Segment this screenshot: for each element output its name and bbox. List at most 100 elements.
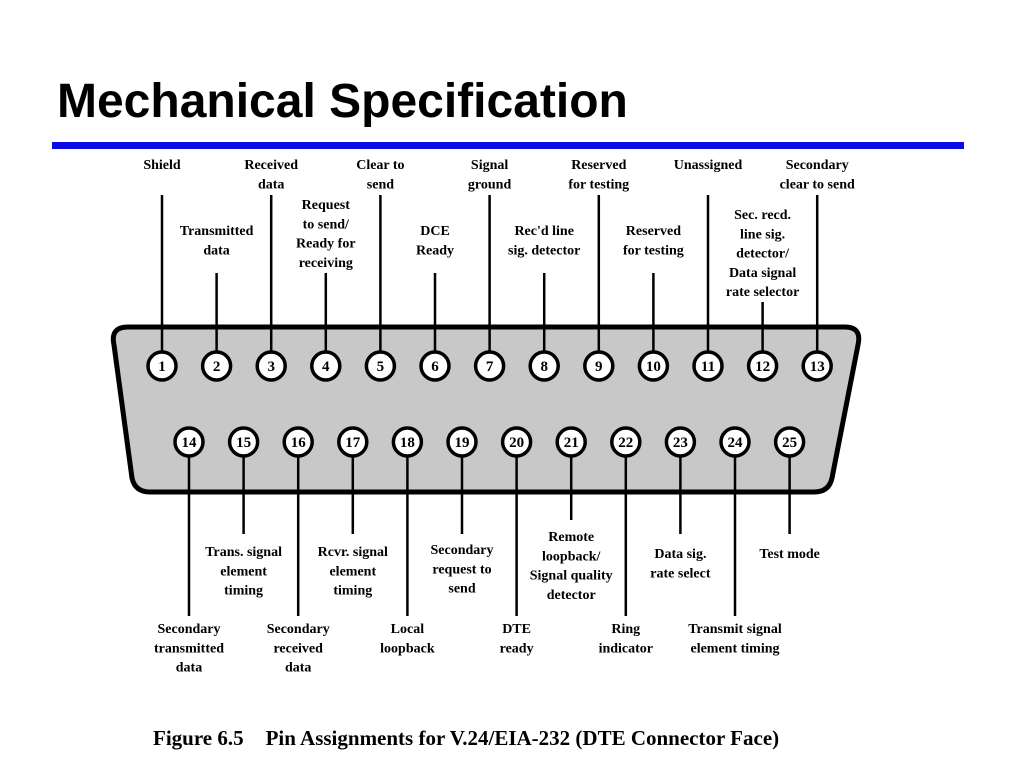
pin-1: 1 — [146, 350, 178, 382]
pin-15-circle — [227, 426, 260, 458]
pin-23: 23 — [664, 426, 697, 458]
pin-8-number: 8 — [540, 359, 548, 375]
pin-4: 4 — [310, 350, 342, 382]
pin-4-number: 4 — [322, 359, 330, 375]
pin-18: 18 — [391, 426, 424, 458]
pin-11-circle — [692, 350, 724, 382]
pin-6-number: 6 — [431, 359, 439, 375]
pin-4-circle — [310, 350, 342, 382]
pin-15-number: 15 — [236, 435, 251, 451]
pin-17-circle — [337, 426, 369, 458]
pin-22: 22 — [610, 426, 642, 458]
pin-21: 21 — [555, 426, 587, 458]
pin-15: 15 — [227, 426, 260, 458]
pin-5-circle — [364, 350, 397, 382]
pin-3: 3 — [255, 350, 287, 382]
pin-16: 16 — [282, 426, 314, 458]
pin-25-number: 25 — [782, 435, 797, 451]
pin-18-circle — [391, 426, 424, 458]
pin-19: 19 — [446, 426, 478, 458]
pin-7: 7 — [473, 350, 506, 382]
pin-7-circle — [473, 350, 506, 382]
pin-21-number: 21 — [564, 435, 579, 451]
pin-10: 10 — [637, 350, 670, 382]
pin-20-number: 20 — [509, 435, 524, 451]
pin-12-circle — [746, 350, 779, 382]
figure-caption-text: Pin Assignments for V.24/EIA-232 (DTE Co… — [265, 726, 780, 750]
pin-13-number: 13 — [810, 359, 825, 375]
pin-2-circle — [200, 350, 233, 382]
pin-9-number: 9 — [595, 359, 603, 375]
pin-3-circle — [255, 350, 287, 382]
pin-19-circle — [446, 426, 478, 458]
slide-title: Mechanical Specification — [57, 75, 628, 128]
pin-12: 12 — [746, 350, 779, 382]
pin-7-number: 7 — [486, 359, 494, 375]
pin-16-circle — [282, 426, 314, 458]
pin-23-number: 23 — [673, 435, 688, 451]
pin-10-circle — [637, 350, 670, 382]
label-pin-11: Unassigned — [674, 158, 743, 173]
pin-8: 8 — [528, 350, 560, 382]
pin-11-number: 11 — [701, 359, 715, 375]
pin-17: 17 — [337, 426, 369, 458]
pin-16-number: 16 — [291, 435, 307, 451]
pin-5: 5 — [364, 350, 397, 382]
pin-12-number: 12 — [755, 359, 770, 375]
pin-1-circle — [146, 350, 178, 382]
pin-9: 9 — [583, 350, 615, 382]
pin-22-circle — [610, 426, 642, 458]
pin-9-circle — [583, 350, 615, 382]
pin-2-number: 2 — [213, 359, 221, 375]
pin-1-number: 1 — [158, 359, 166, 375]
pin-25-circle — [773, 426, 806, 458]
pin-10-number: 10 — [646, 359, 661, 375]
leader-lines — [160, 195, 819, 616]
pin-21-circle — [555, 426, 587, 458]
pin-18-number: 18 — [400, 435, 415, 451]
pin-3-number: 3 — [267, 359, 275, 375]
pin-11: 11 — [692, 350, 724, 382]
label-pin-1: Shield — [143, 158, 181, 173]
pin-24: 24 — [719, 426, 751, 458]
pin-14: 14 — [173, 426, 205, 458]
label-pin-25: Test mode — [759, 547, 820, 562]
pin-14-number: 14 — [182, 435, 198, 451]
pin-24-number: 24 — [728, 435, 744, 451]
pin-2: 2 — [200, 350, 233, 382]
pin-20-circle — [500, 426, 533, 458]
pin-6: 6 — [419, 350, 451, 382]
pin-8-circle — [528, 350, 560, 382]
label-pin-23: Data sig.rate select — [650, 547, 711, 581]
pin-19-number: 19 — [455, 435, 470, 451]
figure-number: Figure 6.5 — [153, 726, 244, 750]
title-rule — [52, 142, 964, 149]
pin-13: 13 — [801, 350, 833, 382]
pin-22-number: 22 — [618, 435, 633, 451]
pin-25: 25 — [773, 426, 806, 458]
pin-14-circle — [173, 426, 205, 458]
pin-6-circle — [419, 350, 451, 382]
pin-20: 20 — [500, 426, 533, 458]
